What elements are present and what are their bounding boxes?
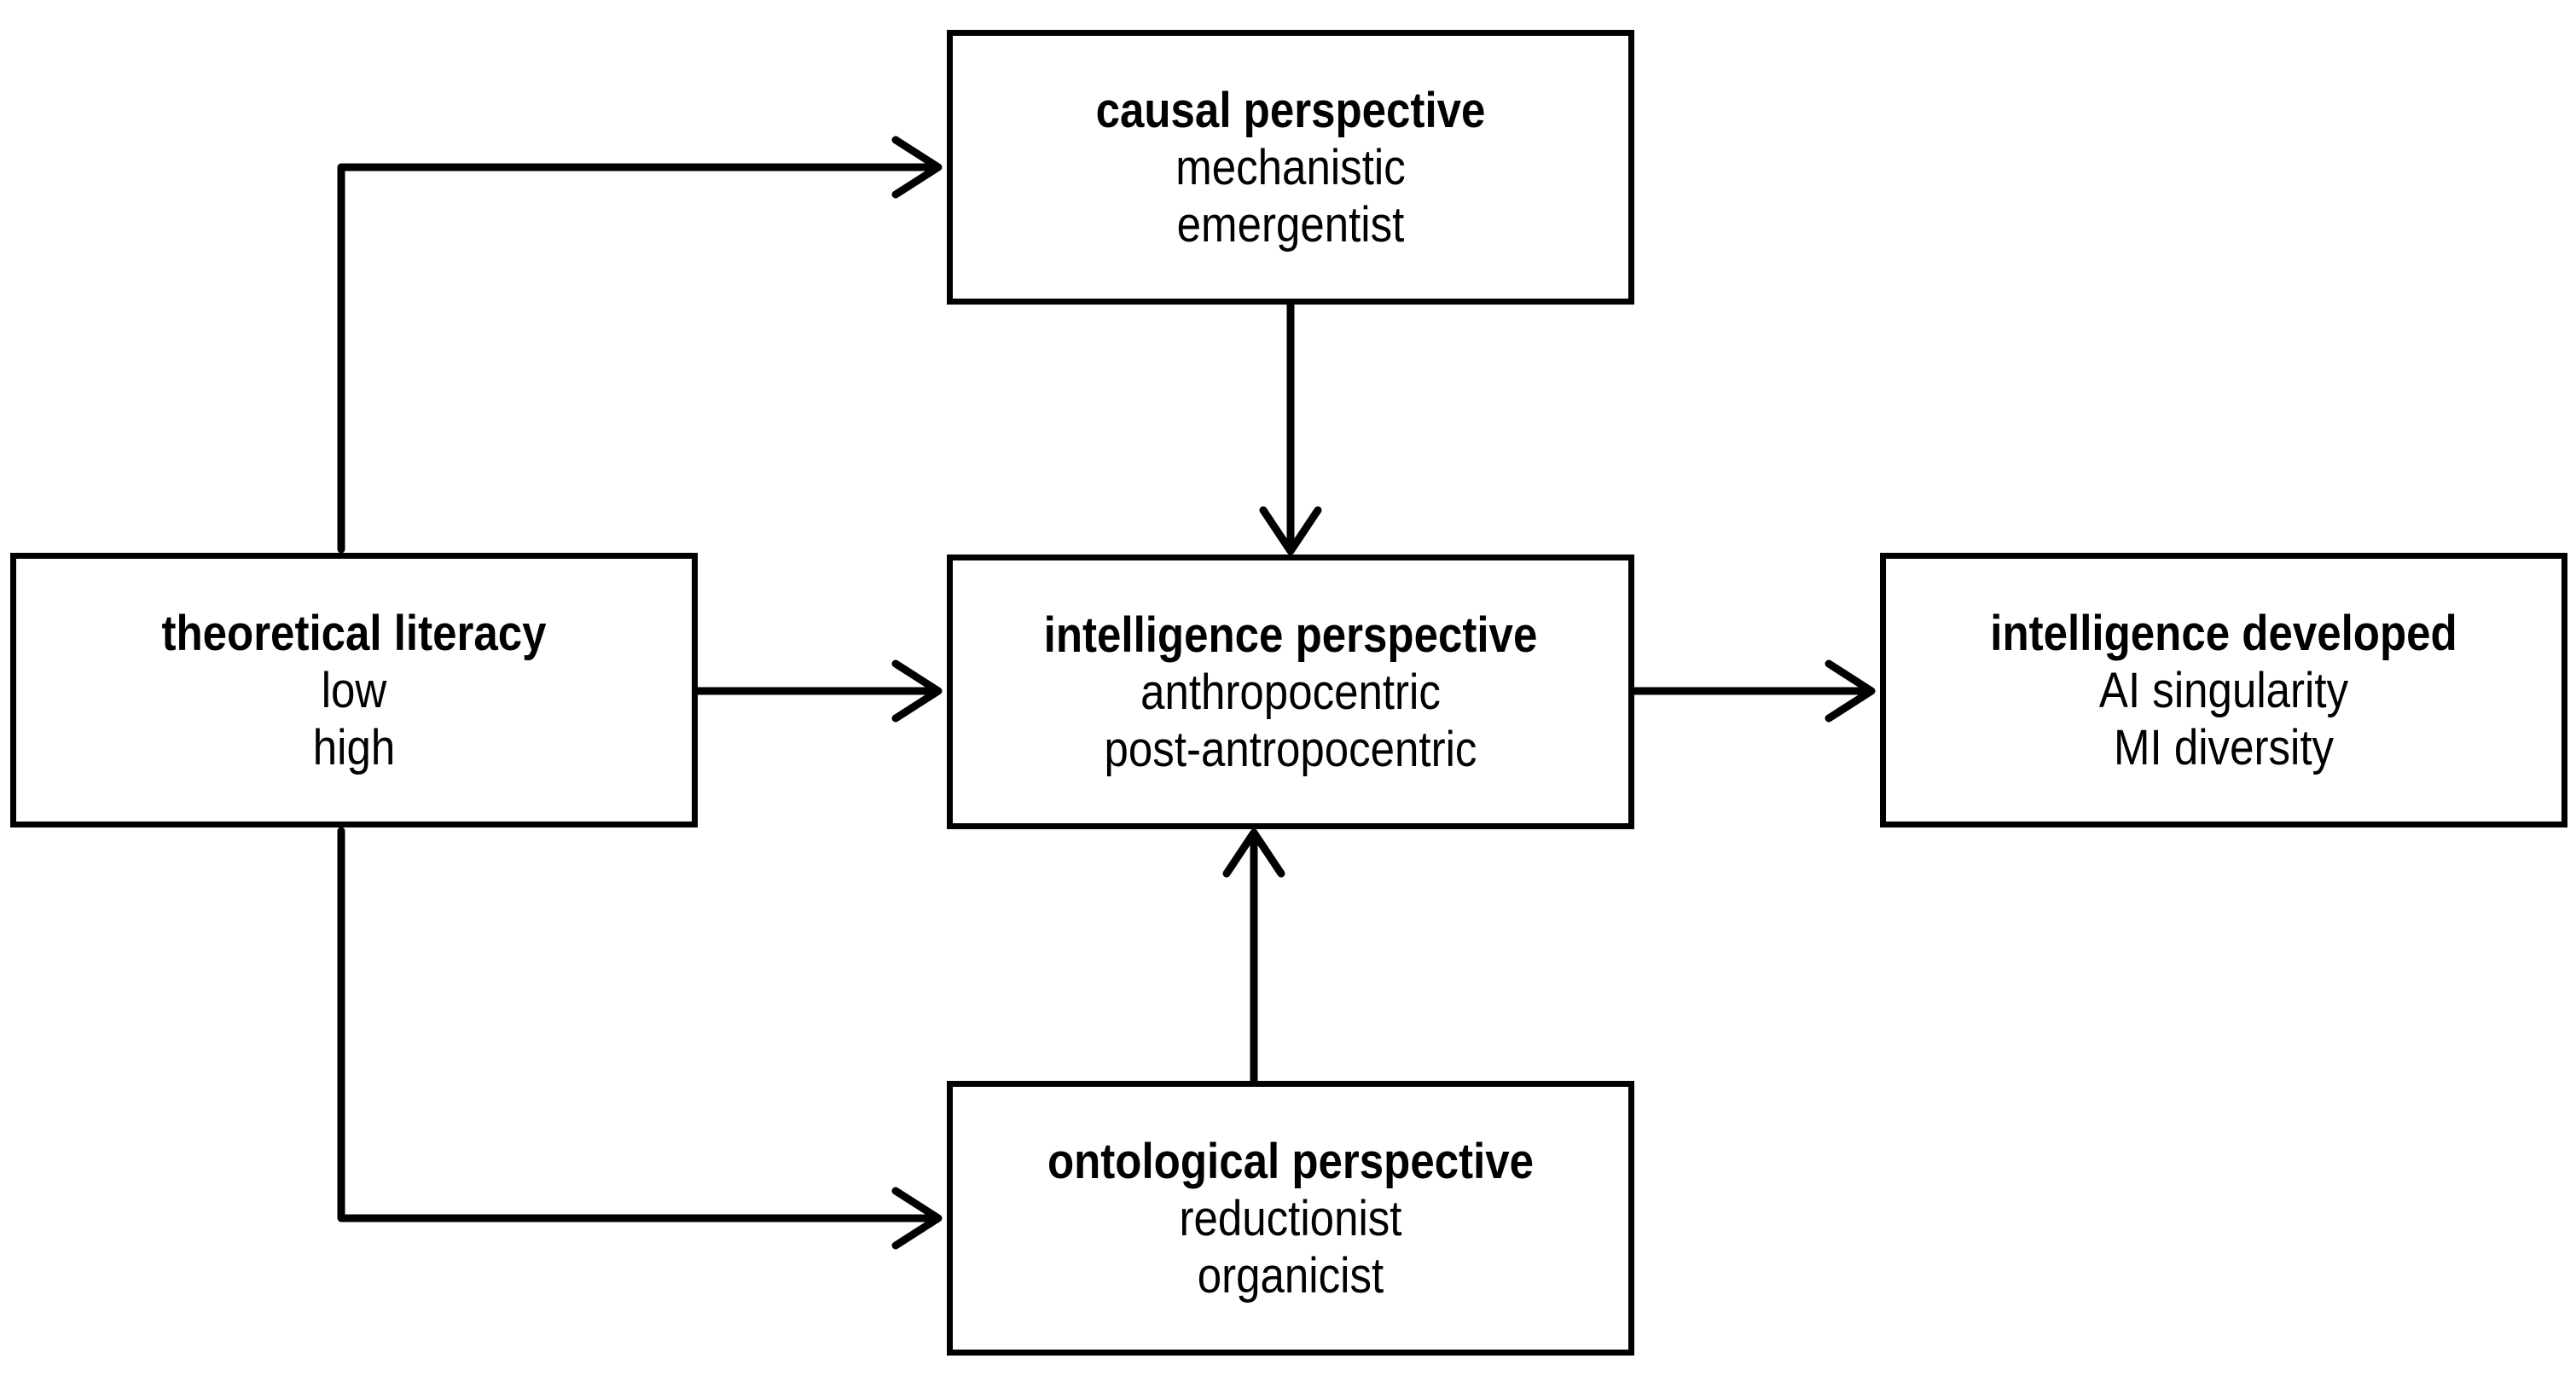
arrow-theoretical-to-causal-head (891, 136, 943, 199)
arrow-theoretical-to-intelligence-head (891, 659, 943, 723)
node-option: reductionist (1179, 1190, 1402, 1246)
node-text: theoretical literacy low high (57, 605, 652, 776)
node-option: anthropocentric (1140, 664, 1441, 720)
arrow-intelligence-to-developed-head (1825, 659, 1876, 723)
node-option: AI singularity (2098, 662, 2349, 718)
node-text: causal perspective mechanistic emergenti… (994, 82, 1588, 253)
node-title: ontological perspective (1047, 1133, 1535, 1189)
node-title: theoretical literacy (161, 605, 547, 661)
node-title: causal perspective (1095, 82, 1486, 138)
node-intelligence-perspective: intelligence perspective anthropocentric… (947, 555, 1634, 829)
node-intelligence-developed: intelligence developed AI singularity MI… (1880, 553, 2567, 827)
node-option: mechanistic (1175, 139, 1406, 195)
arrow-theoretical-to-ontological-shaft (337, 827, 936, 1222)
node-option: MI diversity (2113, 719, 2335, 775)
node-theoretical-literacy: theoretical literacy low high (10, 553, 698, 827)
node-title: intelligence developed (1990, 605, 2457, 661)
node-option: low (321, 662, 387, 718)
node-option: organicist (1197, 1247, 1384, 1304)
node-ontological-perspective: ontological perspective reductionist org… (947, 1081, 1634, 1356)
node-text: intelligence perspective anthropocentric… (994, 607, 1588, 778)
node-title: intelligence perspective (1043, 607, 1538, 663)
node-text: intelligence developed AI singularity MI… (1927, 605, 2521, 776)
node-option: emergentist (1176, 196, 1405, 253)
arrow-theoretical-to-ontological-head (891, 1187, 943, 1250)
node-option: post-antropocentric (1104, 721, 1477, 777)
arrow-theoretical-to-causal-shaft (337, 163, 936, 554)
node-causal-perspective: causal perspective mechanistic emergenti… (947, 30, 1634, 305)
arrow-causal-to-intelligence-head (1259, 506, 1322, 555)
node-text: ontological perspective reductionist org… (994, 1133, 1588, 1304)
node-option: high (312, 719, 396, 775)
arrow-ontological-to-intelligence-head (1222, 828, 1285, 878)
